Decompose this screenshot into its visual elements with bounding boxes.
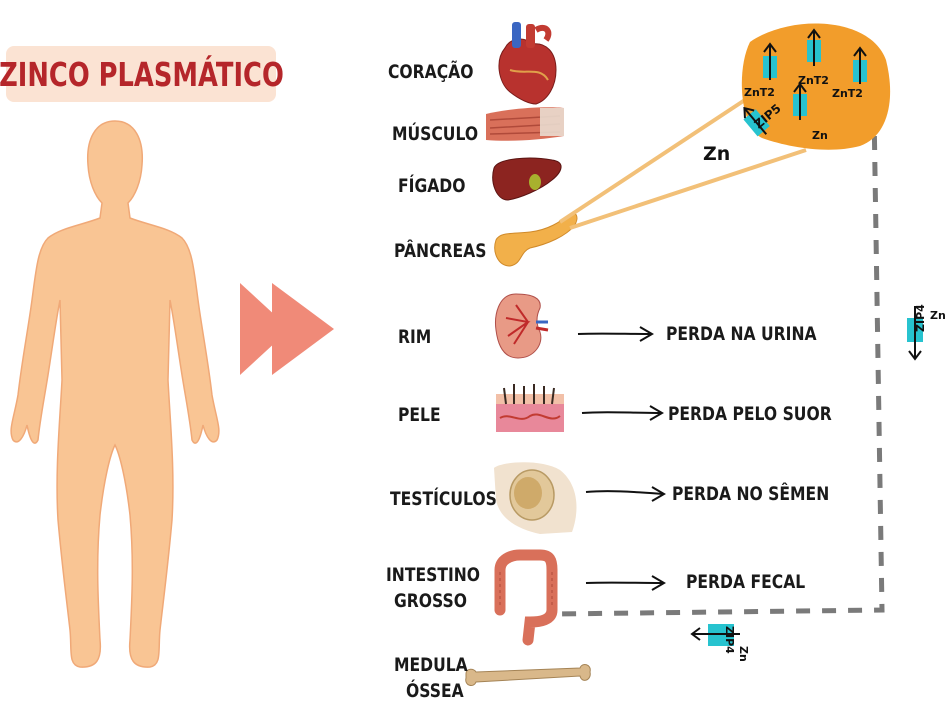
znt2-label-3: ZnT2 xyxy=(832,87,863,100)
organ-label-heart: CORAÇÃO xyxy=(388,60,473,84)
double-arrow-icon xyxy=(240,283,334,375)
znt2-label-1: ZnT2 xyxy=(744,86,775,99)
loss-urine: PERDA NA URINA xyxy=(666,323,817,345)
organ-label-skin: PELE xyxy=(398,403,441,427)
muscle-icon xyxy=(486,107,564,141)
kidney-icon xyxy=(496,294,548,358)
arrow-sweat xyxy=(582,406,662,420)
bone-icon xyxy=(466,665,591,686)
intestine-icon xyxy=(500,555,552,640)
testicle-icon xyxy=(494,462,576,534)
organ-label-muscle: MÚSCULO xyxy=(392,122,478,146)
zip4-label-right: ZIP4 xyxy=(914,304,927,332)
organ-label-kidney: RIM xyxy=(398,325,431,349)
zip4-label-bottom: ZIP4 xyxy=(723,626,736,654)
human-body-icon xyxy=(11,121,219,667)
znt2-transporter-2 xyxy=(807,30,821,66)
organ-label-liver: FÍGADO xyxy=(398,174,465,198)
organ-label-bone-2: ÓSSEA xyxy=(406,679,464,703)
organ-label-intestine-2: GROSSO xyxy=(394,589,467,613)
skin-icon xyxy=(496,384,564,432)
organ-label-testicle: TESTÍCULOS xyxy=(390,487,497,511)
heart-icon xyxy=(499,22,556,104)
arrow-urine xyxy=(578,327,652,341)
cell-zn-label: Zn xyxy=(812,129,828,142)
znt2-transporter-3 xyxy=(853,48,867,84)
dashed-path xyxy=(556,110,882,614)
zn-label: Zn xyxy=(703,143,730,165)
zn-label-bottom: Zn xyxy=(737,646,750,662)
loss-fecal: PERDA FECAL xyxy=(686,571,805,593)
organ-label-pancreas: PÂNCREAS xyxy=(394,239,486,263)
zn-label-right: Zn xyxy=(930,309,946,322)
liver-icon xyxy=(493,158,561,200)
arrow-fecal xyxy=(586,576,664,590)
loss-semen: PERDA NO SÊMEN xyxy=(672,483,829,505)
organ-label-intestine-1: INTESTINO xyxy=(386,563,480,587)
organ-label-bone-1: MEDULA xyxy=(394,653,468,677)
znt2-label-2: ZnT2 xyxy=(798,74,829,87)
loss-sweat: PERDA PELO SUOR xyxy=(668,403,832,425)
znt2-transporter-4 xyxy=(793,84,807,120)
znt2-transporter-1 xyxy=(763,44,777,80)
arrow-semen xyxy=(586,487,664,501)
